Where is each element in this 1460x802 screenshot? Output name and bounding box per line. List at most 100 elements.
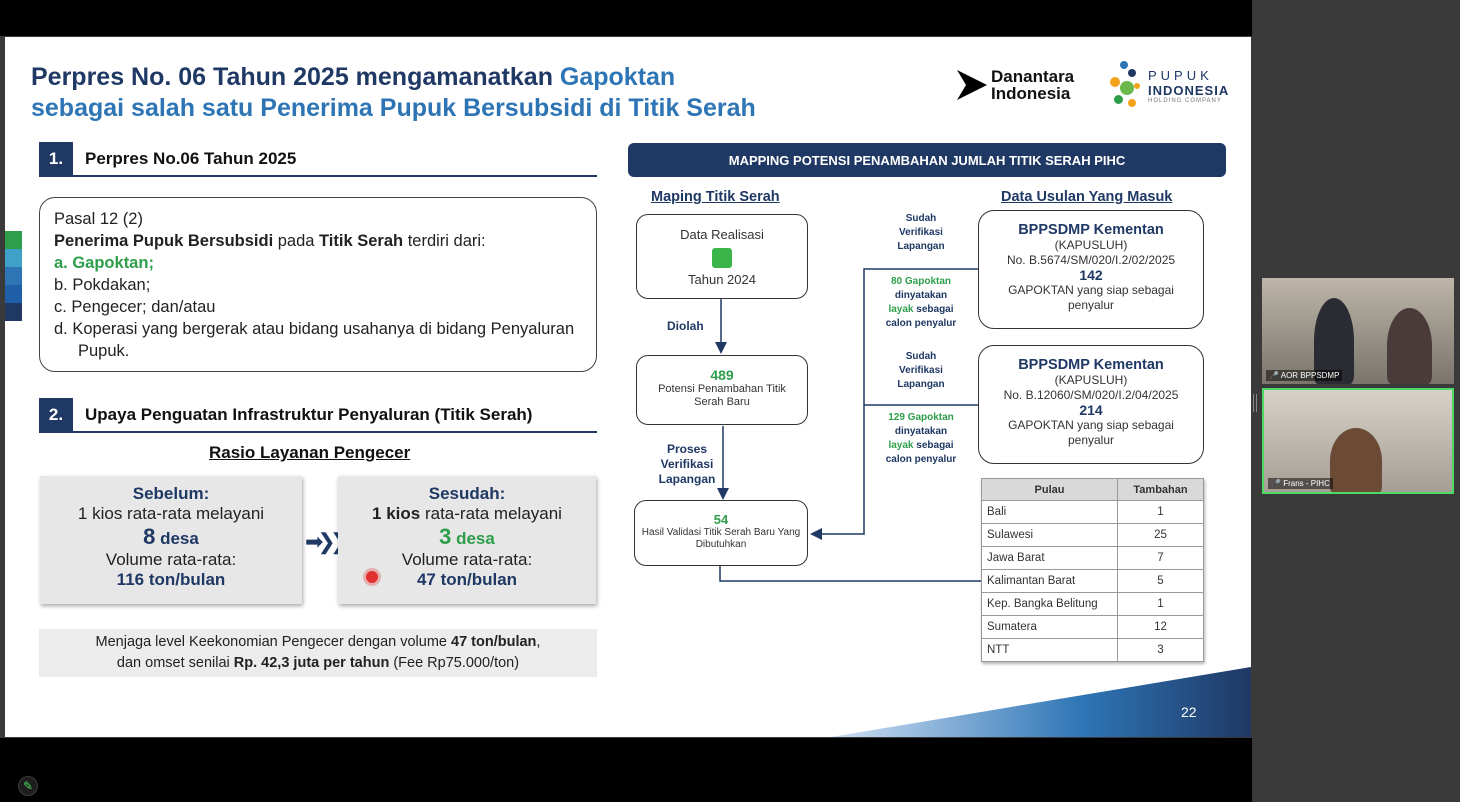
list-item: c. Pengecer; dan/atau bbox=[54, 298, 216, 316]
before-card: Sebelum: 1 kios rata-rata melayani 8 des… bbox=[40, 476, 302, 604]
before-num: 8 bbox=[143, 524, 156, 549]
data-usulan-title: Data Usulan Yang Masuk bbox=[1001, 189, 1173, 205]
danantara-line1: Danantara bbox=[991, 67, 1075, 86]
before-head: Sebelum: bbox=[132, 484, 210, 503]
data-realisasi-box: Data Realisasi Tahun 2024 bbox=[636, 214, 808, 299]
participant-video-1[interactable]: 🎤 AOR BPPSDMP bbox=[1262, 278, 1454, 384]
cell-tambahan: 25 bbox=[1117, 523, 1204, 547]
laser-pointer-icon bbox=[366, 571, 378, 583]
danantara-line2: Indonesia bbox=[991, 84, 1071, 103]
cell-pulau: Sumatera bbox=[981, 615, 1118, 639]
box2-text: Potensi Penambahan Titik Serah Baru bbox=[658, 383, 786, 408]
pencil-icon[interactable]: ✎ bbox=[18, 776, 38, 796]
panel-resize-handle[interactable] bbox=[1253, 394, 1257, 412]
data-usulan-box-2: BPPSDMP Kementan (KAPUSLUH) No. B.12060/… bbox=[978, 345, 1204, 464]
cell-tambahan: 7 bbox=[1117, 546, 1204, 570]
cell-tambahan: 3 bbox=[1117, 638, 1204, 662]
pupuk-line3: HOLDING COMPANY bbox=[1148, 98, 1222, 104]
participant-name: AOR BPPSDMP bbox=[1280, 371, 1340, 380]
before-vol-label: Volume rata-rata: bbox=[105, 550, 237, 569]
title-part1: Perpres No. 06 Tahun 2025 mengamanatkan bbox=[31, 63, 560, 91]
decorative-wave bbox=[831, 667, 1251, 737]
layak1-line4: calon penyalur bbox=[885, 318, 957, 329]
double-arrow-icon: ➡❯❯ bbox=[305, 529, 348, 554]
data-usulan-box-1: BPPSDMP Kementan (KAPUSLUH) No. B.5674/S… bbox=[978, 210, 1204, 329]
title-highlight: Gapoktan bbox=[559, 63, 676, 91]
col-header-tambahan: Tambahan bbox=[1117, 478, 1204, 501]
title-part2: sebagai salah satu Penerima Pupuk Bersub… bbox=[31, 94, 756, 122]
box3-text: Hasil Validasi Titik Serah Baru Yang Dib… bbox=[641, 527, 801, 550]
participant-figure bbox=[1314, 298, 1354, 384]
maping-titik-title: Maping Titik Serah bbox=[651, 189, 780, 205]
pupuk-indonesia-logo: PUPUK INDONESIA HOLDING COMPANY bbox=[1108, 61, 1229, 111]
note-bold2: Rp. 42,3 juta per tahun bbox=[233, 655, 390, 671]
intro-bold1: Penerima Pupuk Bersubsidi bbox=[54, 232, 274, 250]
layak2-layak: layak bbox=[888, 440, 914, 451]
intro-mid: pada bbox=[273, 232, 320, 250]
data1-num: 142 bbox=[1079, 267, 1103, 283]
pupuk-line2: INDONESIA bbox=[1148, 83, 1230, 98]
note-box: Menjaga level Keekonomian Pengecer denga… bbox=[39, 629, 597, 677]
after-vol-value: 47 ton/bulan bbox=[416, 570, 518, 589]
list-item: d. Koperasi yang bergerak atau bidang us… bbox=[54, 320, 575, 360]
participant-name: Frans - PIHC bbox=[1283, 479, 1330, 488]
before-desa: 8 desa bbox=[40, 524, 302, 550]
verif1-label: Sudah Verifikasi Lapangan bbox=[893, 212, 949, 254]
after-card: Sesudah: 1 kios rata-rata melayani 3 des… bbox=[338, 476, 596, 604]
verif1-line2: Verifikasi bbox=[899, 227, 943, 238]
side-color-stripes bbox=[5, 231, 22, 321]
verif2-line1: Sudah bbox=[905, 351, 937, 362]
data2-desc: GAPOKTAN yang siap sebagai penyalur bbox=[1008, 418, 1174, 447]
layak1-line2: dinyatakan bbox=[894, 290, 948, 301]
layak1-line1: 80 Gapoktan bbox=[890, 276, 952, 287]
step2-line1: Proses bbox=[666, 442, 708, 456]
verif2-line3: Lapangan bbox=[897, 379, 945, 390]
section1-header: 1. Perpres No.06 Tahun 2025 bbox=[39, 142, 597, 177]
cell-pulau: NTT bbox=[981, 638, 1118, 662]
participant-name-tag: 🎤 Frans - PIHC bbox=[1268, 478, 1333, 489]
participant-video-2[interactable]: 🎤 Frans - PIHC bbox=[1262, 388, 1454, 494]
slide-title: Perpres No. 06 Tahun 2025 mengamanatkan … bbox=[31, 62, 756, 124]
data2-num: 214 bbox=[1079, 402, 1103, 418]
verif2-label: Sudah Verifikasi Lapangan bbox=[893, 350, 949, 392]
bottom-black-bar bbox=[0, 738, 1252, 802]
data2-ref: No. B.12060/SM/020/I.2/04/2025 bbox=[1003, 388, 1179, 402]
intro-bold2: Titik Serah bbox=[319, 232, 404, 250]
pasal-intro: Penerima Pupuk Bersubsidi pada Titik Ser… bbox=[54, 230, 582, 252]
participant-figure bbox=[1387, 308, 1432, 384]
note-bold1: 47 ton/bulan bbox=[451, 634, 537, 650]
data1-sub: (KAPUSLUH) bbox=[1054, 238, 1128, 252]
cell-pulau: Sulawesi bbox=[981, 523, 1118, 547]
cell-tambahan: 12 bbox=[1117, 615, 1204, 639]
list-item: a. Gapoktan; bbox=[54, 254, 154, 272]
layak1-layak: layak bbox=[888, 304, 914, 315]
pupuk-dots-icon bbox=[1108, 61, 1142, 111]
pasal-box: Pasal 12 (2) Penerima Pupuk Bersubsidi p… bbox=[39, 197, 597, 372]
note-text3: dan omset senilai bbox=[116, 655, 234, 671]
section1-title: Perpres No.06 Tahun 2025 bbox=[85, 149, 297, 168]
cell-pulau: Jawa Barat bbox=[981, 546, 1118, 570]
step2-line3: Lapangan bbox=[658, 472, 716, 486]
top-black-bar bbox=[0, 0, 1252, 36]
note-text1: Menjaga level Keekonomian Pengecer denga… bbox=[95, 634, 452, 650]
box1-line2: Tahun 2024 bbox=[688, 272, 756, 287]
verif1-line1: Sudah bbox=[905, 213, 937, 224]
participant-name-tag: 🎤 AOR BPPSDMP bbox=[1266, 370, 1343, 381]
proses-verifikasi-label: Proses Verifikasi Lapangan bbox=[655, 442, 719, 487]
box1-line1: Data Realisasi bbox=[680, 227, 764, 242]
before-line: 1 kios rata-rata melayani bbox=[77, 504, 265, 523]
diolah-label: Diolah bbox=[667, 319, 704, 333]
data1-title: BPPSDMP Kementan bbox=[1018, 222, 1164, 238]
layak2-line4: calon penyalur bbox=[885, 454, 957, 465]
table-header-row: Pulau Tambahan bbox=[981, 478, 1204, 501]
layak2-sebagai: sebagai bbox=[913, 440, 954, 451]
before-vol-value: 116 ton/bulan bbox=[116, 570, 226, 589]
page-number: 22 bbox=[1181, 704, 1197, 720]
after-head: Sesudah: bbox=[428, 484, 506, 503]
cell-tambahan: 1 bbox=[1117, 592, 1204, 616]
after-num: 3 bbox=[439, 524, 452, 549]
after-vol-label: Volume rata-rata: bbox=[401, 550, 533, 569]
